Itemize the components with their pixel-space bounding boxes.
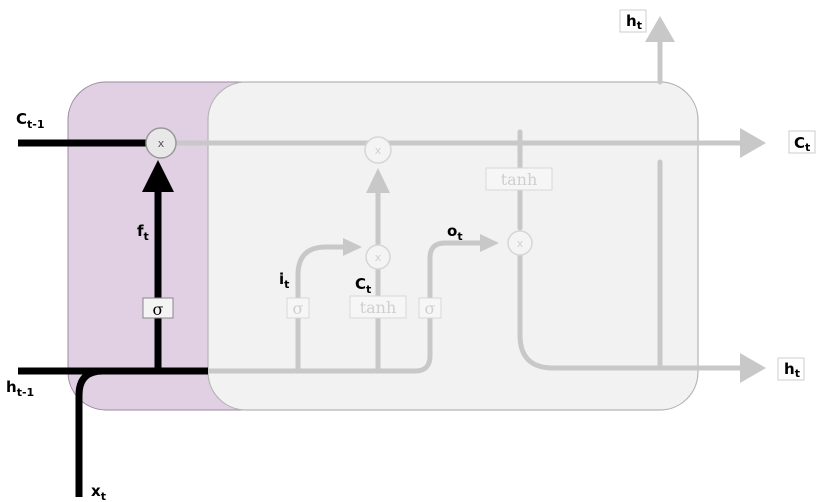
forget-sigma-label: σ (153, 300, 164, 319)
h-t-top-box (619, 9, 647, 33)
output-sigma-label: σ (425, 299, 436, 318)
f-t-label: ft (137, 222, 149, 243)
input-sigma-label: σ (293, 299, 304, 318)
h-t-right-box (777, 357, 805, 381)
x-t-label: xt (91, 482, 106, 502)
o-t-label: ot (447, 222, 463, 243)
forget-multiply-symbol: x (158, 137, 165, 150)
output-multiply-symbol: x (517, 237, 524, 250)
h-prev-label: ht-1 (6, 378, 34, 399)
output-sigma-box (418, 297, 442, 319)
c-tilde-label: Ct (355, 275, 371, 296)
arrowhead-input-up (366, 168, 390, 193)
input-sigma-box (286, 297, 310, 319)
arrowhead-top-h (645, 16, 675, 42)
h-t-right-label: ht (784, 360, 800, 380)
input-multiply-symbol: x (375, 251, 382, 264)
arrowhead-input-gate (343, 238, 362, 256)
input-gate-path (295, 244, 353, 374)
active-paths (18, 139, 208, 497)
forget-arrowhead (142, 160, 174, 192)
cell-tanh-box (485, 167, 553, 191)
arrowhead-right-c (740, 128, 766, 158)
output-multiply-circle (507, 230, 533, 256)
i-t-label: it (279, 270, 289, 291)
cell-tanh-label: tanh (501, 170, 538, 189)
x-input-line (75, 367, 208, 497)
arrowhead-output-gate (480, 234, 499, 252)
h-t-top-label: ht (626, 12, 642, 32)
cell-multiply-circle (364, 136, 392, 164)
c-prev-label: Ct-1 (16, 110, 45, 131)
input-multiply-circle (365, 244, 391, 270)
arrowhead-right-h (740, 353, 766, 383)
cell-multiply-symbol: x (375, 144, 382, 157)
candidate-tanh-label: tanh (360, 298, 397, 317)
forget-sigma-box (142, 297, 174, 319)
faded-operators: x x x σ tanh σ tanh (286, 136, 553, 319)
faded-gate-labels: it Ct ot (279, 222, 463, 296)
lstm-cell-body (207, 81, 699, 411)
candidate-tanh-box (349, 295, 407, 319)
faded-arrowheads (343, 16, 766, 383)
c-t-output-label: Ct (794, 134, 810, 154)
forget-multiply-circle (145, 127, 177, 159)
c-t-output-box (788, 130, 816, 154)
output-down-path (517, 252, 743, 371)
